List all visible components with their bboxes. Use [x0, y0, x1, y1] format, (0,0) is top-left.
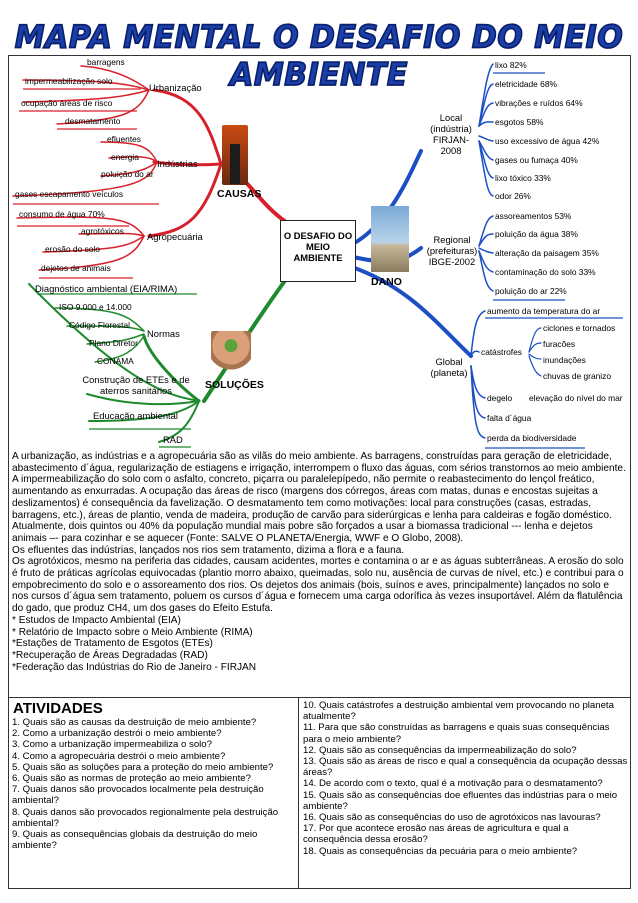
leaf-poluicao-ar: poluição do ar	[101, 169, 154, 179]
leaf-falta-agua: falta d´água	[487, 413, 531, 423]
question: 9. Quais as consequências globais da des…	[9, 829, 298, 851]
leaf-ocupacao: ocupação áreas de risco	[21, 98, 112, 108]
question: 4. Como a agropecuária destrói o meio am…	[9, 751, 298, 762]
leaf-ciclones: ciclones e tornados	[543, 323, 615, 333]
leaf-diagnostico: Diagnóstico ambiental (EIA/RIMA)	[35, 283, 177, 294]
leaf-gases: gases escapamento veículos	[15, 189, 123, 199]
leaf-gases-fumaca: gases ou fumaça 40%	[495, 155, 578, 165]
node-catastrofes: catástrofes	[481, 347, 522, 357]
leaf-eletricidade: eletricidade 68%	[495, 79, 557, 89]
node-normas: Normas	[147, 328, 180, 339]
footnote: *Federação das Indústrias do Rio de Jane…	[12, 662, 628, 674]
node-degelo: degelo	[487, 393, 512, 403]
leaf-contaminacao-solo: contaminação do solo 33%	[495, 267, 596, 277]
question: 2. Como a urbanização destrói o meio amb…	[9, 728, 298, 739]
leaf-energia: energia	[111, 152, 139, 162]
leaf-elevacao-mar: elevação do nível do mar	[529, 393, 623, 403]
question: 1. Quais são as causas da destruição de …	[9, 717, 298, 728]
leaf-poluicao-ar-regional: poluição do ar 22%	[495, 286, 567, 296]
question: 13. Quais são as áreas de risco e qual a…	[299, 756, 630, 778]
hands-plant-image	[211, 331, 251, 373]
leaf-alteracao-paisagem: alteração da paisagem 35%	[495, 248, 599, 258]
leaf-conama: CONAMA	[97, 356, 134, 366]
leaf-educacao: Educação ambiental	[93, 410, 178, 421]
node-regional: Regional (prefeituras) IBGE-2002	[423, 234, 481, 267]
leaf-efluentes: efluentes	[107, 134, 141, 144]
leaf-poluicao-agua: poluição da água 38%	[495, 229, 578, 239]
paragraph: Os agrotóxicos, mesmo na periferia das c…	[12, 556, 628, 615]
leaf-vibracoes: vibrações e ruídos 64%	[495, 98, 583, 108]
leaf-esgotos: esgotos 58%	[495, 117, 543, 127]
activities-left-column: ATIVIDADES 1. Quais são as causas da des…	[9, 697, 299, 888]
question: 12. Quais são as consequências da imperm…	[299, 745, 630, 756]
body-text: A urbanização, as indústrias e a agropec…	[12, 451, 628, 673]
question: 14. De acordo com o texto, qual é a moti…	[299, 778, 630, 789]
question: 16. Quais são as consequências do uso de…	[299, 812, 630, 823]
question: 5. Quais são as soluções para a proteção…	[9, 762, 298, 773]
leaf-codigo-florestal: Código Florestal	[69, 320, 130, 330]
dano-label: DANO	[371, 276, 402, 288]
footnote: *Estações de Tratamento de Esgotos (ETEs…	[12, 638, 628, 650]
footnote: * Relatório de Impacto sobre o Meio Ambi…	[12, 627, 628, 639]
leaf-assoreamentos: assoreamentos 53%	[495, 211, 571, 221]
node-urbanizacao: Urbanização	[149, 82, 202, 93]
leaf-lixo-toxico: lixo tóxico 33%	[495, 173, 551, 183]
leaf-aumento-temperatura: aumento da temperatura do ar	[487, 306, 600, 316]
page-title: MAPA MENTAL O DESAFIO DO MEIO AMBIENTE	[0, 19, 638, 57]
leaf-etes: Construção de ETEs e de aterros sanitári…	[79, 374, 193, 396]
question: 8. Quais danos são provocados regionalme…	[9, 807, 298, 829]
node-local: Local (indústria) FIRJAN-2008	[423, 112, 479, 156]
leaf-desmatamento: desmatamento	[65, 116, 120, 126]
footnote: *Recuperação de Áreas Degradadas (RAD)	[12, 650, 628, 662]
leaf-furacoes: furacões	[543, 339, 575, 349]
leaf-agrotoxicos: agrotóxicos	[81, 226, 124, 236]
chimney-image	[230, 144, 240, 184]
node-agropecuaria: Agropecuária	[147, 231, 203, 242]
paragraph: Os efluentes das indústrias, lançados no…	[12, 545, 628, 557]
question: 10. Quais catástrofes a destruição ambie…	[299, 700, 630, 722]
question: 18. Quais as consequências da pecuária p…	[299, 846, 630, 857]
question: 17. Por que acontece erosão nas áreas de…	[299, 823, 630, 845]
solucoes-label: SOLUÇÕES	[205, 379, 264, 391]
leaf-chuvas-granizo: chuvas de granizo	[543, 371, 611, 381]
question: 7. Quais danos são provocados localmente…	[9, 784, 298, 806]
leaf-dejetos: dejetos de animais	[41, 263, 111, 273]
node-industrias: Indústrias	[157, 158, 198, 169]
leaf-uso-agua: uso excessivo de água 42%	[495, 136, 599, 146]
leaf-biodiversidade: perda da biodiversidade	[487, 433, 576, 443]
center-node: O DESAFIO DO MEIO AMBIENTE	[280, 220, 356, 282]
paragraph: A urbanização, as indústrias e a agropec…	[12, 451, 628, 545]
leaf-impermeabilizacao: impermeabilização solo	[25, 76, 113, 86]
footnote: * Estudos de Impacto Ambiental (EIA)	[12, 615, 628, 627]
leaf-rad: RAD	[163, 434, 183, 445]
drought-image	[371, 206, 409, 272]
activities-right-column: 10. Quais catástrofes a destruição ambie…	[299, 697, 630, 888]
leaf-odor: odor 26%	[495, 191, 531, 201]
question: 15. Quais são as consequências doe eflue…	[299, 790, 630, 812]
leaf-iso: ISO 9.000 e 14.000	[59, 302, 132, 312]
activities-title: ATIVIDADES	[9, 698, 298, 717]
question: 6. Quais são as normas de proteção ao me…	[9, 773, 298, 784]
node-global: Global (planeta)	[427, 356, 471, 378]
leaf-inundacoes: inundações	[543, 355, 586, 365]
leaf-lixo: lixo 82%	[495, 60, 527, 70]
question: 11. Para que são construídas as barragen…	[299, 722, 630, 744]
question: 3. Como a urbanização impermeabiliza o s…	[9, 739, 298, 750]
leaf-consumo-agua: consumo de água 70%	[19, 209, 105, 219]
leaf-barragens: barragens	[87, 57, 125, 67]
causas-label: CAUSAS	[217, 188, 261, 200]
mind-map: O DESAFIO DO MEIO AMBIENTE CAUSAS Urbani…	[9, 56, 630, 450]
leaf-erosao: erosão do solo	[45, 244, 100, 254]
leaf-plano-diretor: Plano Diretor	[89, 338, 138, 348]
